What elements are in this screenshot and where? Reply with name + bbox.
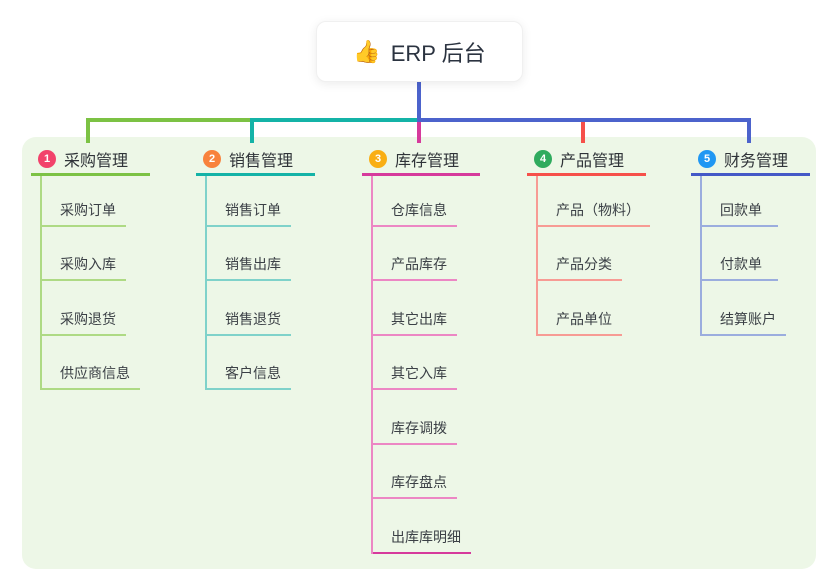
child-node[interactable]: 出库库明细 [373, 499, 471, 554]
branch-children: 回款单 付款单 结算账户 [700, 176, 810, 336]
branches-background-panel [22, 137, 816, 569]
child-node[interactable]: 采购入库 [42, 227, 126, 281]
child-node[interactable]: 付款单 [702, 227, 778, 281]
child-node[interactable]: 其它出库 [373, 281, 457, 336]
connector-bus-branch1 [86, 118, 254, 122]
connector-drop-branch3 [417, 122, 421, 143]
branch-caiwu: 5 财务管理 回款单 付款单 结算账户 [691, 148, 810, 336]
badge-5-icon: 5 [698, 149, 716, 168]
child-node[interactable]: 产品（物料） [538, 176, 650, 227]
branch-children: 销售订单 销售出库 销售退货 客户信息 [205, 176, 315, 390]
child-node[interactable]: 销售订单 [207, 176, 291, 227]
badge-3-icon: 3 [369, 149, 387, 168]
branch-label: 采购管理 [64, 152, 129, 170]
badge-1-icon: 1 [38, 149, 56, 168]
branch-children: 仓库信息 产品库存 其它出库 其它入库 库存调拨 库存盘点 出库库明细 [371, 176, 480, 554]
badge-4-icon: 4 [534, 149, 552, 168]
branch-node-kucun[interactable]: 3 库存管理 [362, 148, 480, 176]
branch-node-caiwu[interactable]: 5 财务管理 [691, 148, 810, 176]
branch-caigou: 1 采购管理 采购订单 采购入库 采购退货 供应商信息 [31, 148, 150, 390]
branch-label: 库存管理 [395, 152, 460, 170]
root-node[interactable]: 👍 ERP 后台 [316, 21, 523, 82]
connector-drop-branch5 [747, 118, 751, 143]
thumbs-up-icon: 👍 [353, 38, 381, 64]
child-node[interactable]: 销售退货 [207, 281, 291, 336]
connector-bus-branch2 [250, 118, 417, 122]
branch-xiaoshou: 2 销售管理 销售订单 销售出库 销售退货 客户信息 [196, 148, 315, 390]
root-node-title: ERP 后台 [390, 40, 486, 66]
branch-node-chanpin[interactable]: 4 产品管理 [527, 148, 646, 176]
child-node[interactable]: 供应商信息 [42, 336, 140, 390]
branch-kucun: 3 库存管理 仓库信息 产品库存 其它出库 其它入库 库存调拨 库存盘点 出库库… [362, 148, 480, 554]
child-node[interactable]: 销售出库 [207, 227, 291, 281]
child-node[interactable]: 仓库信息 [373, 176, 457, 227]
child-node[interactable]: 结算账户 [702, 281, 786, 336]
branch-label: 产品管理 [560, 152, 625, 170]
child-node[interactable]: 库存盘点 [373, 445, 457, 499]
branch-node-xiaoshou[interactable]: 2 销售管理 [196, 148, 315, 176]
connector-drop-branch1 [86, 118, 90, 143]
badge-2-icon: 2 [203, 149, 221, 168]
child-node[interactable]: 回款单 [702, 176, 778, 227]
branch-chanpin: 4 产品管理 产品（物料） 产品分类 产品单位 [527, 148, 650, 336]
child-node[interactable]: 库存调拨 [373, 390, 457, 445]
connector-root-stem [417, 82, 421, 120]
branch-label: 财务管理 [724, 152, 789, 170]
connector-drop-branch2 [250, 118, 254, 143]
branch-children: 采购订单 采购入库 采购退货 供应商信息 [40, 176, 150, 390]
child-node[interactable]: 产品库存 [373, 227, 457, 281]
child-node[interactable]: 采购订单 [42, 176, 126, 227]
child-node[interactable]: 其它入库 [373, 336, 457, 390]
child-node[interactable]: 采购退货 [42, 281, 126, 336]
child-node[interactable]: 产品单位 [538, 281, 622, 336]
branch-children: 产品（物料） 产品分类 产品单位 [536, 176, 650, 336]
connector-bus-right [417, 118, 751, 122]
branch-node-caigou[interactable]: 1 采购管理 [31, 148, 150, 176]
branch-label: 销售管理 [229, 152, 294, 170]
child-node[interactable]: 产品分类 [538, 227, 622, 281]
child-node[interactable]: 客户信息 [207, 336, 291, 390]
connector-drop-branch4 [581, 122, 585, 143]
